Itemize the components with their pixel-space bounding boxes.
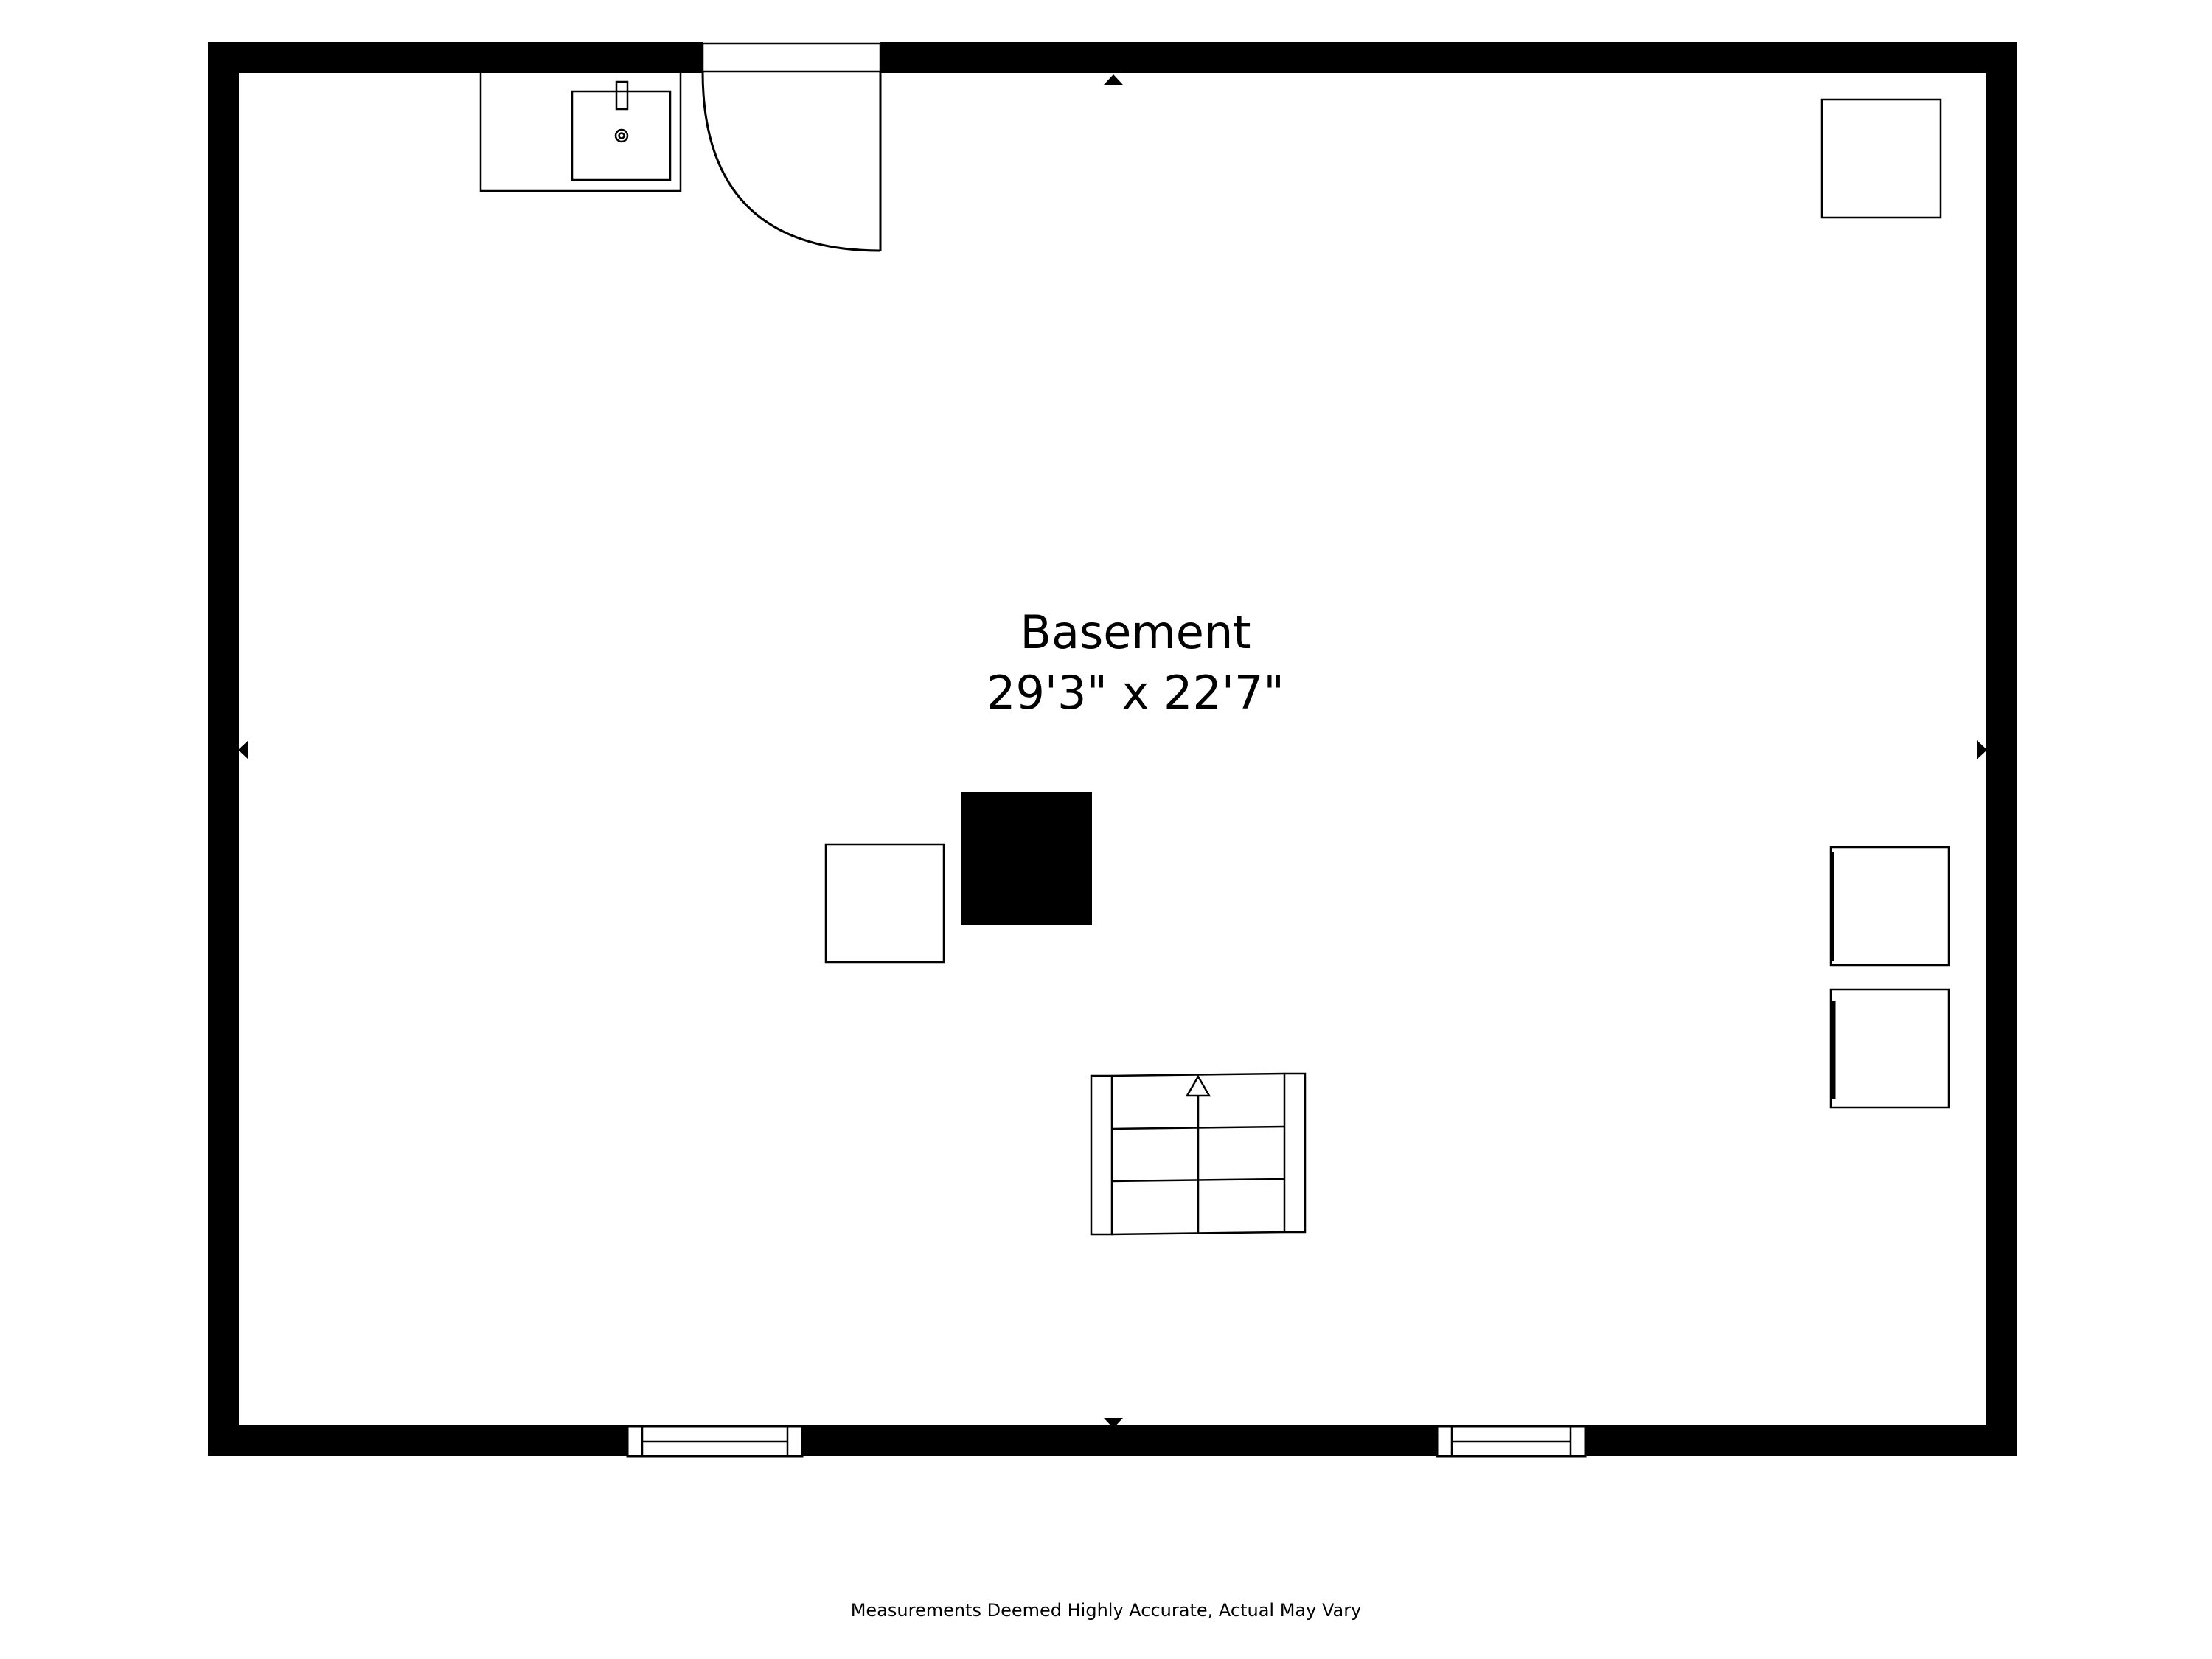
entry-door xyxy=(701,42,882,252)
marker-top-arrow xyxy=(1104,74,1123,85)
wall-bottom xyxy=(208,1425,2017,1456)
staircase xyxy=(1090,1072,1307,1236)
stair-direction-arrow-icon xyxy=(1185,1074,1211,1097)
wall-left xyxy=(208,42,239,1456)
faucet-icon xyxy=(615,80,629,111)
exterior-walls xyxy=(208,42,2017,1456)
room-dimensions-label: 29'3" x 22'7" xyxy=(987,666,1284,720)
drain-icon xyxy=(614,128,629,143)
appliance-right-lower xyxy=(1829,988,1950,1109)
window-bottom-right xyxy=(1436,1425,1587,1458)
laundry-appliances xyxy=(1829,846,1950,1109)
marker-bottom-arrow xyxy=(1104,1418,1123,1428)
wall-top xyxy=(208,42,2017,73)
appliance-right-upper xyxy=(1829,846,1950,967)
utility-box-center xyxy=(824,843,945,964)
sink-vanity xyxy=(479,70,682,192)
sink-basin xyxy=(571,90,672,181)
measurement-disclaimer: Measurements Deemed Highly Accurate, Act… xyxy=(850,1600,1362,1621)
room-name-label: Basement xyxy=(1020,605,1251,659)
wall-right xyxy=(1986,42,2017,1456)
marker-right-arrow xyxy=(1977,740,1987,759)
support-column xyxy=(961,792,1092,925)
marker-left-arrow xyxy=(238,740,248,759)
window-bottom-left xyxy=(626,1425,804,1458)
dimension-markers xyxy=(238,74,1987,1428)
appliance-top-right xyxy=(1820,98,1942,219)
door-swing-arc xyxy=(701,71,881,252)
